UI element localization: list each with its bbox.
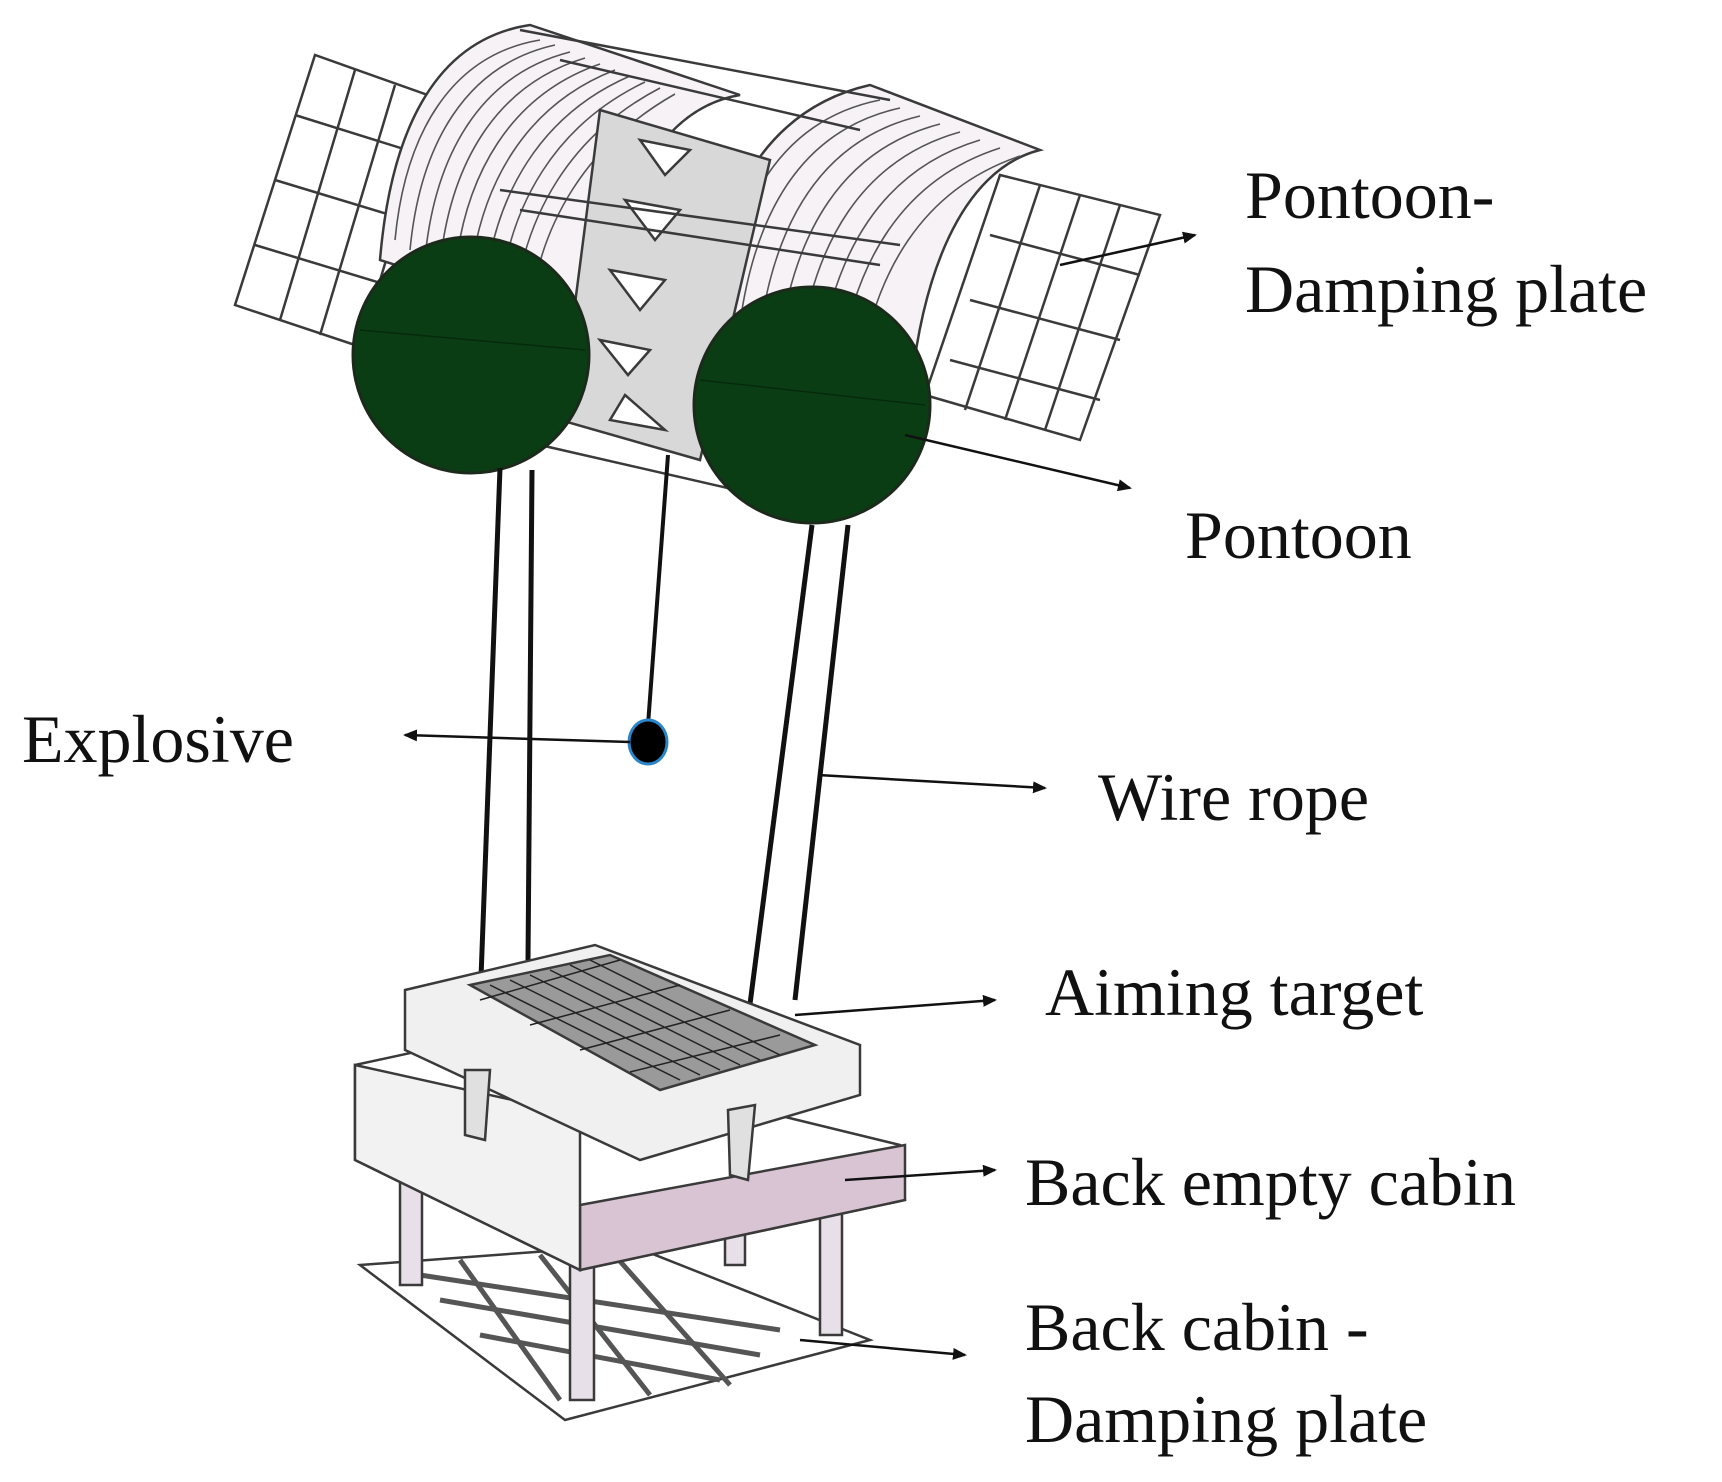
pontoon-assembly: [233, 23, 1162, 525]
arrow-back-cabin-damping-plate: [799, 1338, 967, 1360]
label-pontoon: Pontoon: [1185, 497, 1412, 573]
right-damping-grid-drawing: [923, 173, 1162, 442]
right-pontoon-end-cap: [692, 285, 932, 525]
arrow-wire-rope: [817, 773, 1047, 794]
arrow-aiming-target: [794, 994, 997, 1017]
label-pontoon-damping-plate-line2: Damping plate: [1245, 251, 1647, 327]
label-explosive: Explosive: [22, 701, 294, 777]
arrow-pontoon: [904, 433, 1132, 492]
label-back-cabin-damping-plate-line2: Damping plate: [1025, 1381, 1427, 1457]
arrow-pontoon-damping-plate: [1059, 231, 1197, 267]
explosive-hanger: [646, 454, 670, 726]
left-pontoon-end-cap: [351, 235, 591, 475]
label-back-empty-cabin: Back empty cabin: [1025, 1144, 1516, 1220]
label-wire-rope: Wire rope: [1098, 759, 1369, 835]
arrow-explosive: [403, 729, 631, 744]
label-back-cabin-damping-plate-line1: Back cabin -: [1025, 1289, 1369, 1365]
target-assembly: [353, 943, 907, 1422]
label-pontoon-damping-plate-line1: Pontoon-: [1245, 157, 1494, 233]
label-aiming-target: Aiming target: [1045, 954, 1423, 1030]
arrow-back-empty-cabin: [844, 1164, 997, 1182]
leader-arrows: [403, 231, 1197, 1360]
explosive-charge: [627, 718, 669, 766]
